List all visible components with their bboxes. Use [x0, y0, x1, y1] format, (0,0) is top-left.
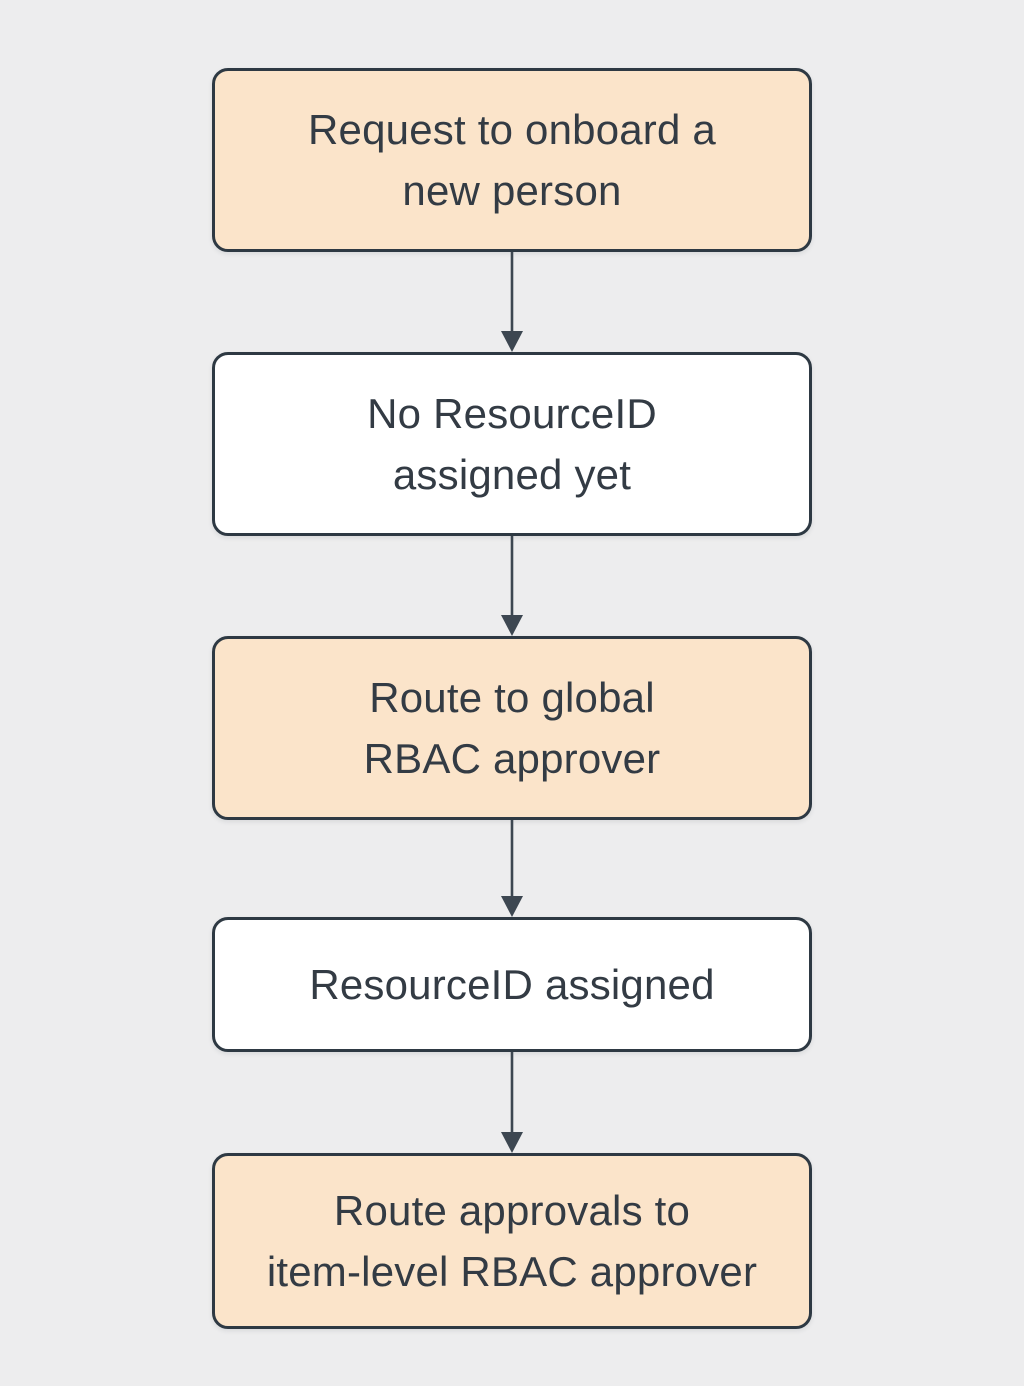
node-resourceid-assigned: ResourceID assigned: [212, 917, 812, 1052]
arrow-down-connector: [501, 820, 523, 917]
node-no-resourceid: No ResourceID assigned yet: [212, 352, 812, 536]
arrow-down-connector: [501, 1052, 523, 1153]
node-route-item-rbac-label: Route approvals to item-level RBAC appro…: [266, 1187, 758, 1295]
node-route-global-rbac-label: Route to global RBAC approver: [363, 674, 661, 782]
node-resourceid-assigned-label: ResourceID assigned: [309, 961, 715, 1008]
flowchart-canvas: Request to onboard a new person No Resou…: [212, 68, 812, 1329]
node-route-global-rbac: Route to global RBAC approver: [212, 636, 812, 820]
node-route-item-rbac: Route approvals to item-level RBAC appro…: [212, 1153, 812, 1329]
node-no-resourceid-label: No ResourceID assigned yet: [367, 390, 657, 498]
node-request-onboard-label: Request to onboard a new person: [308, 106, 716, 214]
arrow-down-connector: [501, 536, 523, 636]
arrow-down-connector: [501, 252, 523, 352]
node-request-onboard: Request to onboard a new person: [212, 68, 812, 252]
